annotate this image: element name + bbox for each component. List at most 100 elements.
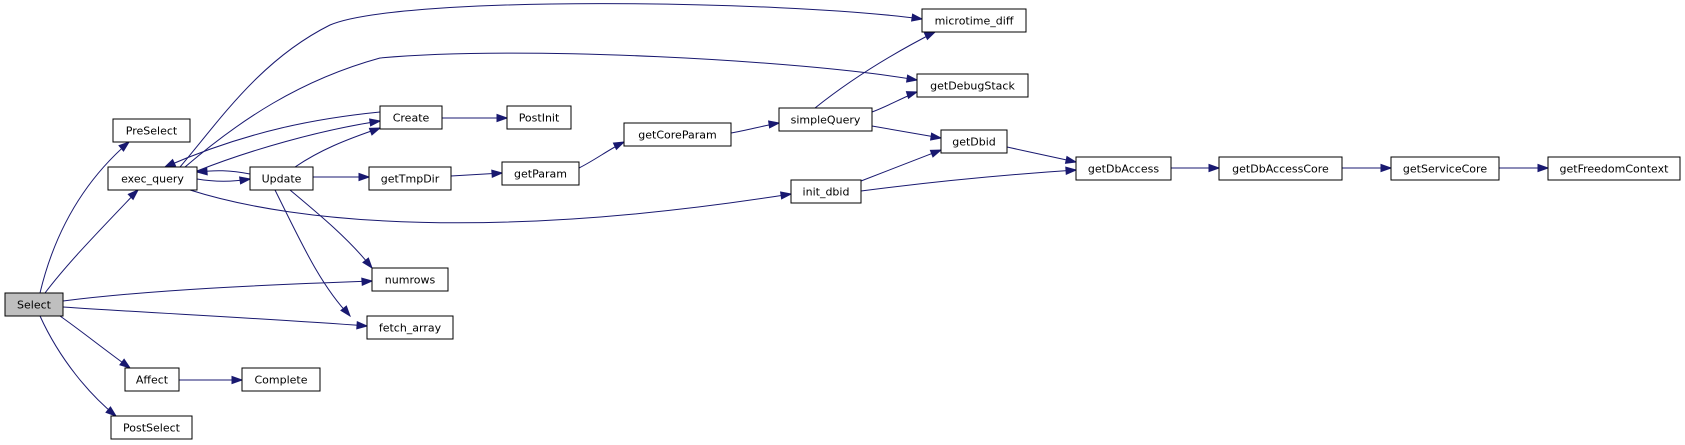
arrowhead-icon xyxy=(127,188,140,201)
node-microtime-diff[interactable]: microtime_diff xyxy=(921,8,1027,33)
node-affect[interactable]: Affect xyxy=(124,367,180,392)
node-create[interactable]: Create xyxy=(379,105,443,130)
arrowhead-icon xyxy=(105,406,118,417)
node-gettmpdir[interactable]: getTmpDir xyxy=(368,166,452,191)
edge-exec_query-to-update xyxy=(196,176,252,185)
node-label: PostInit xyxy=(519,112,560,125)
node-box xyxy=(4,292,64,317)
arrowhead-icon xyxy=(923,31,937,41)
node-getcoreparam[interactable]: getCoreParam xyxy=(623,122,732,147)
node-label: PreSelect xyxy=(126,125,178,138)
node-label: numrows xyxy=(385,274,436,287)
node-label: getFreedomContext xyxy=(1560,163,1670,176)
node-getservicecore[interactable]: getServiceCore xyxy=(1390,156,1500,181)
node-getdbid[interactable]: getDbid xyxy=(940,129,1008,154)
edge-line xyxy=(44,189,139,294)
node-fetch-array[interactable]: fetch_array xyxy=(366,315,454,340)
edge-getservicecore-to-getfreedomcontext xyxy=(1499,163,1550,173)
arrowhead-icon xyxy=(362,257,373,270)
node-box xyxy=(1547,156,1681,181)
edge-getcoreparam-to-simplequery xyxy=(730,120,781,134)
edge-update-to-fetch_array xyxy=(274,189,351,318)
node-label: init_dbid xyxy=(803,186,850,199)
arrowhead-icon xyxy=(905,91,919,100)
node-box xyxy=(1218,156,1343,181)
arrowhead-icon xyxy=(239,176,252,185)
node-simplequery[interactable]: simpleQuery xyxy=(778,107,873,132)
edge-line xyxy=(1006,146,1077,163)
node-label: getDbid xyxy=(952,136,996,149)
node-init-dbid[interactable]: init_dbid xyxy=(790,179,862,204)
node-label: microtime_diff xyxy=(935,15,1014,28)
edge-update-to-numrows xyxy=(289,189,373,270)
node-getdebugstack[interactable]: getDebugStack xyxy=(916,73,1029,98)
node-box xyxy=(506,105,572,130)
edge-line xyxy=(179,3,923,168)
node-getdbaccess[interactable]: getDbAccess xyxy=(1075,156,1172,181)
edge-exec_query-to-create xyxy=(196,118,382,172)
edge-getdbid-to-getdbaccess xyxy=(1006,146,1078,164)
node-box xyxy=(124,367,180,392)
arrowhead-icon xyxy=(1065,166,1078,175)
node-complete[interactable]: Complete xyxy=(241,367,321,392)
call-graph-nodes: Select PreSelect exec_queryAffectPostSelec… xyxy=(4,8,1681,440)
edge-exec_query-to-init_dbid xyxy=(189,189,793,224)
node-box xyxy=(379,105,443,130)
arrowhead-icon xyxy=(368,127,382,136)
edge-create-to-exec_query xyxy=(163,111,381,168)
node-box xyxy=(371,267,449,292)
node-getdbaccesscore[interactable]: getDbAccessCore xyxy=(1218,156,1343,181)
node-select[interactable]: Select xyxy=(4,292,64,317)
arrowhead-icon xyxy=(612,141,626,151)
edge-line xyxy=(164,111,381,168)
node-numrows[interactable]: numrows xyxy=(371,267,449,292)
node-label: Complete xyxy=(254,374,307,387)
edge-select-to-preselect xyxy=(39,141,131,294)
node-getparam[interactable]: getParam xyxy=(501,161,580,186)
node-postselect[interactable]: PostSelect xyxy=(110,415,193,440)
node-postinit[interactable]: PostInit xyxy=(506,105,572,130)
arrowhead-icon xyxy=(780,191,793,200)
edge-select-to-exec_query xyxy=(44,188,140,294)
node-box xyxy=(241,367,321,392)
node-box xyxy=(623,122,732,147)
node-box xyxy=(916,73,1029,98)
edge-line xyxy=(62,280,373,302)
node-preselect[interactable]: PreSelect xyxy=(112,118,191,143)
node-label: getDbAccess xyxy=(1088,163,1159,176)
node-getfreedomcontext[interactable]: getFreedomContext xyxy=(1547,156,1681,181)
node-exec-query[interactable]: exec_query xyxy=(107,166,198,191)
node-box xyxy=(778,107,873,132)
node-label: Create xyxy=(393,112,430,125)
edge-line xyxy=(39,315,117,417)
node-label: getParam xyxy=(514,168,567,181)
edge-line xyxy=(62,306,368,327)
edge-line xyxy=(184,52,918,168)
node-label: Select xyxy=(17,299,52,312)
edge-line xyxy=(860,149,942,182)
node-label: Affect xyxy=(136,374,169,387)
arrowhead-icon xyxy=(1064,155,1078,164)
arrowhead-icon xyxy=(496,113,509,123)
arrowhead-icon xyxy=(195,167,208,176)
edge-gettmpdir-to-getparam xyxy=(450,169,504,178)
edge-getdbaccess-to-getdbaccesscore xyxy=(1171,163,1221,173)
edge-line xyxy=(871,125,942,139)
edge-line xyxy=(814,31,936,109)
node-box xyxy=(921,8,1027,33)
edge-line xyxy=(189,189,792,224)
node-box xyxy=(107,166,198,191)
edge-select-to-numrows xyxy=(62,277,374,302)
node-update[interactable]: Update xyxy=(249,166,314,191)
node-box xyxy=(790,179,862,204)
arrowhead-icon xyxy=(163,158,177,168)
node-box xyxy=(366,315,454,340)
arrowhead-icon xyxy=(929,149,943,158)
edge-select-to-affect xyxy=(59,315,132,369)
arrowhead-icon xyxy=(118,141,131,152)
node-label: getCoreParam xyxy=(638,129,716,142)
node-label: Update xyxy=(262,173,302,186)
arrowhead-icon xyxy=(911,13,924,22)
node-label: PostSelect xyxy=(123,422,181,435)
